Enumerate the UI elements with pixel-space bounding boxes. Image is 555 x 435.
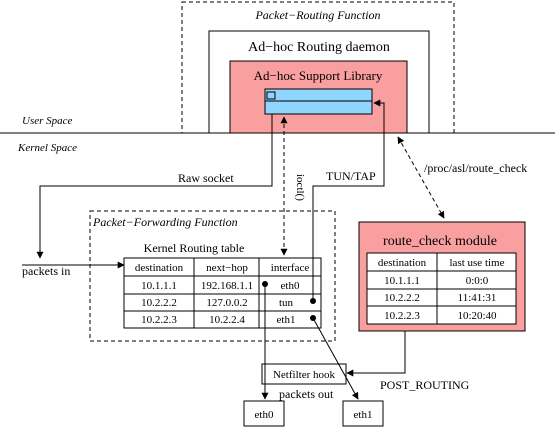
ioctl-label: ioctl() [294,174,306,201]
route-check-cell: 10.2.2.2 [384,292,420,304]
raw-socket-arrow [36,114,273,259]
kernel-table-header-nexthop: next−hop [206,262,248,274]
kernel-table-cell: 10.2.2.4 [209,314,245,326]
kernel-table-cell: 10.2.2.3 [141,314,177,326]
route-check-cell: 11:41:31 [458,292,497,304]
kernel-table-cell: tun [279,297,294,309]
eth1-route-arrow [312,317,359,400]
packet-routing-function-title: Packet−Routing Function [254,8,380,22]
tun-tap-label: TUN/TAP [326,169,376,183]
proc-route-check-arrow [397,136,445,219]
route-check-module-title: route_check module [383,234,497,249]
route-check-header-destination: destination [378,257,427,269]
post-routing-arrow [346,331,406,377]
raw-socket-label: Raw socket [178,171,234,185]
kernel-table-cell: eth1 [277,314,296,326]
packets-out-label: packets out [279,387,334,401]
packet-forwarding-function-box [89,210,336,342]
kernel-table-cell: 10.1.1.1 [141,280,177,292]
netfilter-hook-label: Netfilter hook [273,369,336,381]
kernel-table-cell: 192.168.1.1 [201,280,253,292]
proc-route-check-label: /proc/asl/route_check [424,161,527,175]
route-check-cell: 10:20:40 [457,310,497,322]
post-routing-label: POST_ROUTING [380,378,470,392]
kernel-routing-table: destination next−hop interface 10.1.1.1 … [123,257,322,329]
eth0-interface-box [243,400,285,427]
kernel-routing-table-title: Kernel Routing table [144,241,245,255]
route-check-cell: 0:0:0 [466,275,489,287]
route-check-cell: 10.1.1.1 [384,275,420,287]
kernel-table-cell: 127.0.0.2 [206,297,247,309]
eth1-interface-label: eth1 [354,409,373,421]
route-check-table: destination last use time 10.1.1.1 0:0:0… [366,252,517,325]
route-check-cell: 10.2.2.3 [384,310,420,322]
kernel-table-frame [123,257,322,329]
tun-tap-arrow [312,99,385,301]
adhoc-support-library-title: Ad−hoc Support Library [254,68,383,83]
route-check-header-last-use: last use time [450,257,505,269]
adhoc-routing-daemon-title: Ad−hoc Routing daemon [248,40,390,55]
eth1-interface-box [342,400,384,427]
eth0-interface-label: eth0 [255,409,274,421]
buffer-handle [266,91,276,100]
kernel-table-header-destination: destination [135,262,184,274]
kernel-space-label: Kernel Space [17,142,77,154]
netfilter-hook-box [261,363,347,385]
packets-in-label: packets in [22,264,70,278]
user-space-label: User Space [22,115,73,127]
kernel-table-cell: 10.2.2.2 [141,297,177,309]
kernel-table-header-interface: interface [271,262,310,274]
kernel-table-cell: eth0 [281,280,300,292]
packet-forwarding-function-title: Packet−Forwarding Function [92,215,238,229]
